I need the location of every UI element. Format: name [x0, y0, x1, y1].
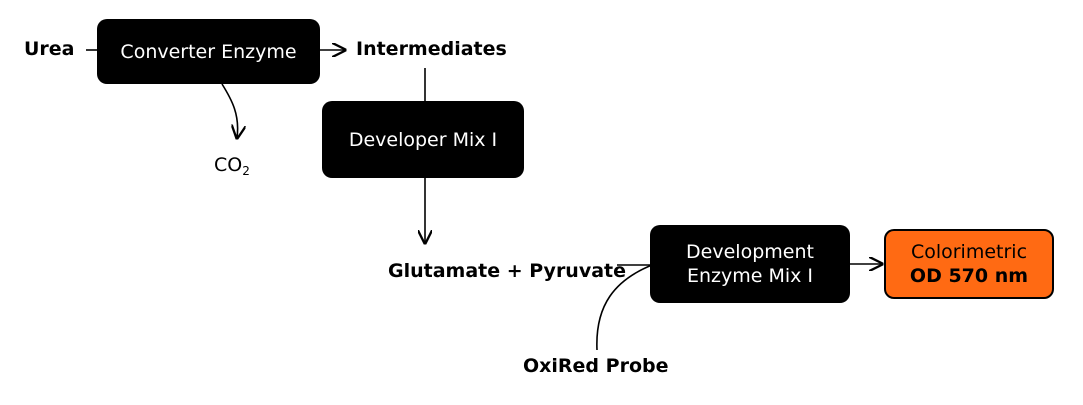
co2-base: CO — [214, 154, 243, 176]
urea-label: Urea — [24, 38, 75, 60]
converter-enzyme-label: Converter Enzyme — [120, 40, 297, 63]
developer-mix-box: Developer Mix I — [322, 101, 524, 178]
glutamate-pyruvate-label: Glutamate + Pyruvate — [388, 260, 627, 282]
developer-mix-label: Developer Mix I — [348, 128, 498, 151]
development-enzyme-box: Development Enzyme Mix I — [650, 225, 850, 303]
oxired-probe-label: OxiRed Probe — [523, 355, 669, 377]
colorimetric-output-box: Colorimetric OD 570 nm — [884, 229, 1054, 299]
oxired-probe-curve — [596, 264, 653, 351]
co2-label: CO2 — [214, 154, 250, 178]
development-enzyme-line2: Enzyme Mix I — [686, 265, 814, 287]
co2-subscript: 2 — [242, 164, 250, 178]
development-enzyme-line1: Development — [686, 241, 814, 263]
od-570-label: OD 570 nm — [909, 265, 1029, 287]
intermediates-label: Intermediates — [356, 38, 507, 60]
converter-enzyme-box: Converter Enzyme — [97, 19, 320, 84]
colorimetric-label: Colorimetric — [910, 241, 1028, 263]
converter-to-co2-arrow — [221, 83, 238, 138]
